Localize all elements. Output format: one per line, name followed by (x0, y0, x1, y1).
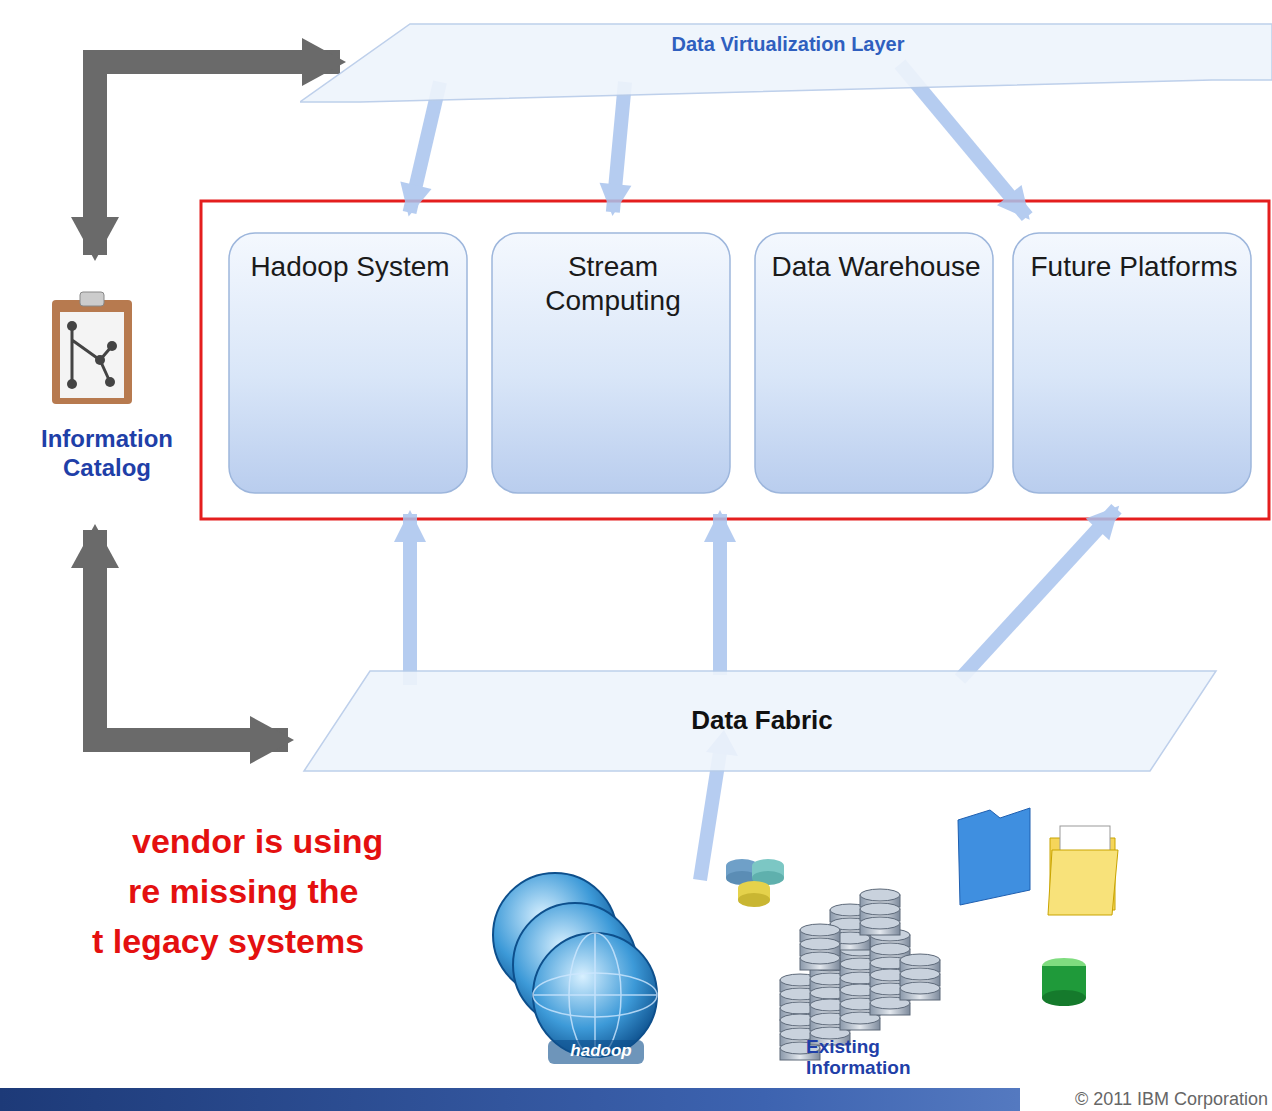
server-cluster (780, 889, 940, 1060)
note-text: re missing the (128, 872, 428, 910)
node-text: Data Warehouse (754, 250, 998, 284)
copyright-text: © 2011 IBM Corporation (1030, 1089, 1268, 1109)
node-text: Data Virtualization Layer (300, 32, 1272, 56)
platform-box: Future Platforms (1012, 232, 1256, 494)
flow-arrow (713, 514, 727, 675)
node-text: Future Platforms (1012, 250, 1256, 284)
flow-arrow (403, 514, 417, 685)
node-text: Stream Computing (491, 250, 735, 317)
note-text: vendor is using (132, 822, 432, 860)
folder-icons (958, 808, 1118, 915)
virtualization-band-shape (300, 18, 1272, 106)
platform-box: Stream Computing (491, 232, 735, 494)
hadoop-globes (493, 873, 657, 1064)
platform-box: Hadoop System (228, 232, 472, 494)
catalog-link (95, 530, 288, 740)
node-text: Data Fabric (300, 705, 1224, 736)
note-text: t legacy systems (92, 922, 422, 960)
flow-arrow (410, 82, 440, 213)
catalog-icon (52, 292, 132, 404)
catalog-node: Information Catalog (20, 285, 194, 500)
logo-text: hadoop (556, 1041, 646, 1060)
footer-bar (0, 1088, 1272, 1111)
footer-panel (1020, 1088, 1272, 1111)
fabric-band: Data Fabric (300, 665, 1224, 777)
virtualization-band: Data Virtualization Layer (300, 18, 1272, 106)
node-text: Information Catalog (20, 425, 194, 483)
flow-arrow (960, 509, 1116, 679)
database-stack (726, 859, 784, 907)
node-text: Hadoop System (228, 250, 472, 284)
flow-arrow (613, 82, 625, 212)
platform-box: Data Warehouse (754, 232, 998, 494)
highlight-frame (201, 201, 1269, 519)
catalog-link (95, 62, 340, 255)
source-label: Existing Information (806, 1036, 936, 1079)
disk-icon (1042, 958, 1086, 1006)
